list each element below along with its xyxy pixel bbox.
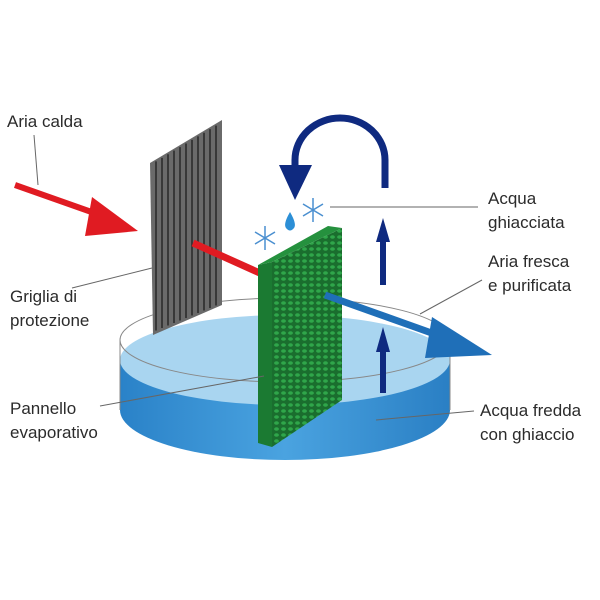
hot-air-arrow [14,182,264,278]
label-acqua-fredda-line2: con ghiaccio [480,425,575,444]
water-circulation-arrows [279,114,390,393]
label-aria-fresca-line1: Aria fresca [488,252,570,271]
label-acqua-ghiacciata-line2: ghiacciata [488,213,565,232]
label-pannello-line2: evaporativo [10,423,98,442]
leader-lines [33,134,483,421]
evaporative-panel [258,226,342,447]
label-acqua-ghiacciata-line1: Acqua [488,189,537,208]
label-acqua-fredda-line1: Acqua fredda [480,401,582,420]
protection-grid [150,120,222,335]
hot-air-through-panel [191,239,264,278]
label-griglia-line2: protezione [10,311,89,330]
cool-air-arrow [323,291,492,358]
label-pannello-line1: Pannello [10,399,76,418]
snowflake-icon [254,198,324,250]
water-drop-icon [285,212,295,231]
label-aria-fresca-line2: e purificata [488,276,572,295]
label-aria-calda: Aria calda [7,112,83,131]
label-griglia-line1: Griglia di [10,287,77,306]
